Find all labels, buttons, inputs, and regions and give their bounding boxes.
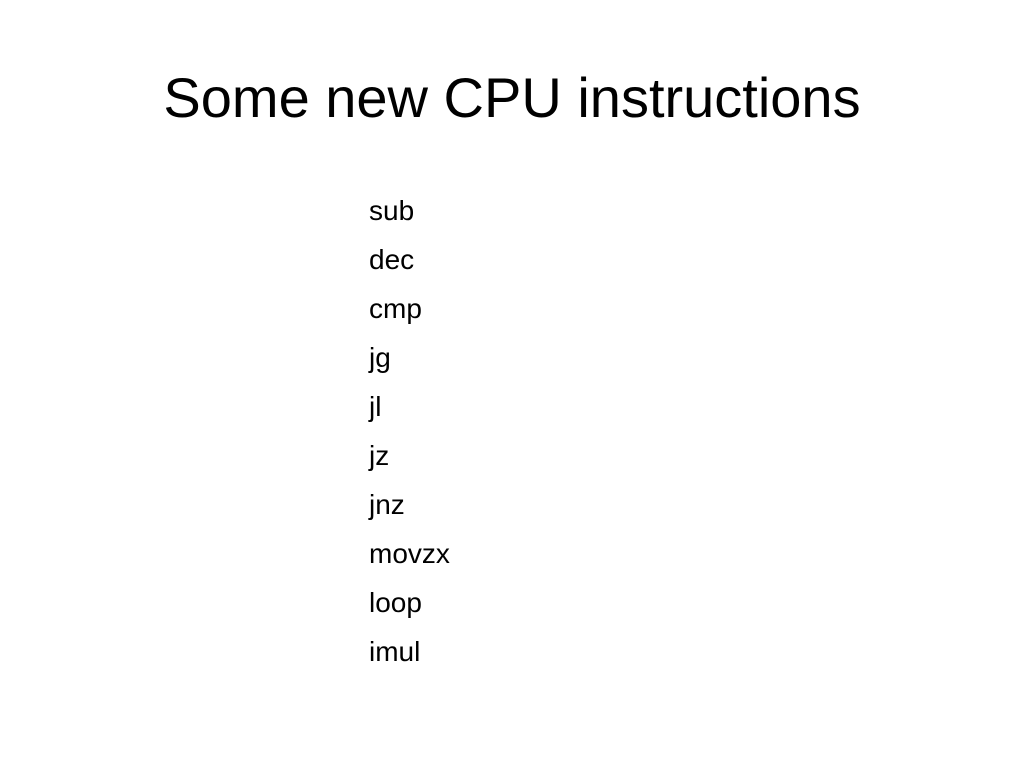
instruction-item-jl: jl [369, 391, 382, 422]
instruction-item-jz: jz [369, 440, 390, 471]
slide-title: Some new CPU instructions [163, 66, 861, 129]
instruction-item-sub: sub [369, 195, 415, 226]
instruction-item-jnz: jnz [369, 489, 405, 520]
instruction-list: sub dec cmp jg jl jz jnz movzx loop imul [369, 186, 450, 676]
instruction-item-imul: imul [369, 636, 421, 667]
instruction-item-dec: dec [369, 244, 415, 275]
instruction-item-jg: jg [369, 342, 391, 373]
instruction-item-cmp: cmp [369, 293, 422, 324]
instruction-item-movzx: movzx [369, 538, 450, 569]
instruction-item-loop: loop [369, 587, 422, 618]
